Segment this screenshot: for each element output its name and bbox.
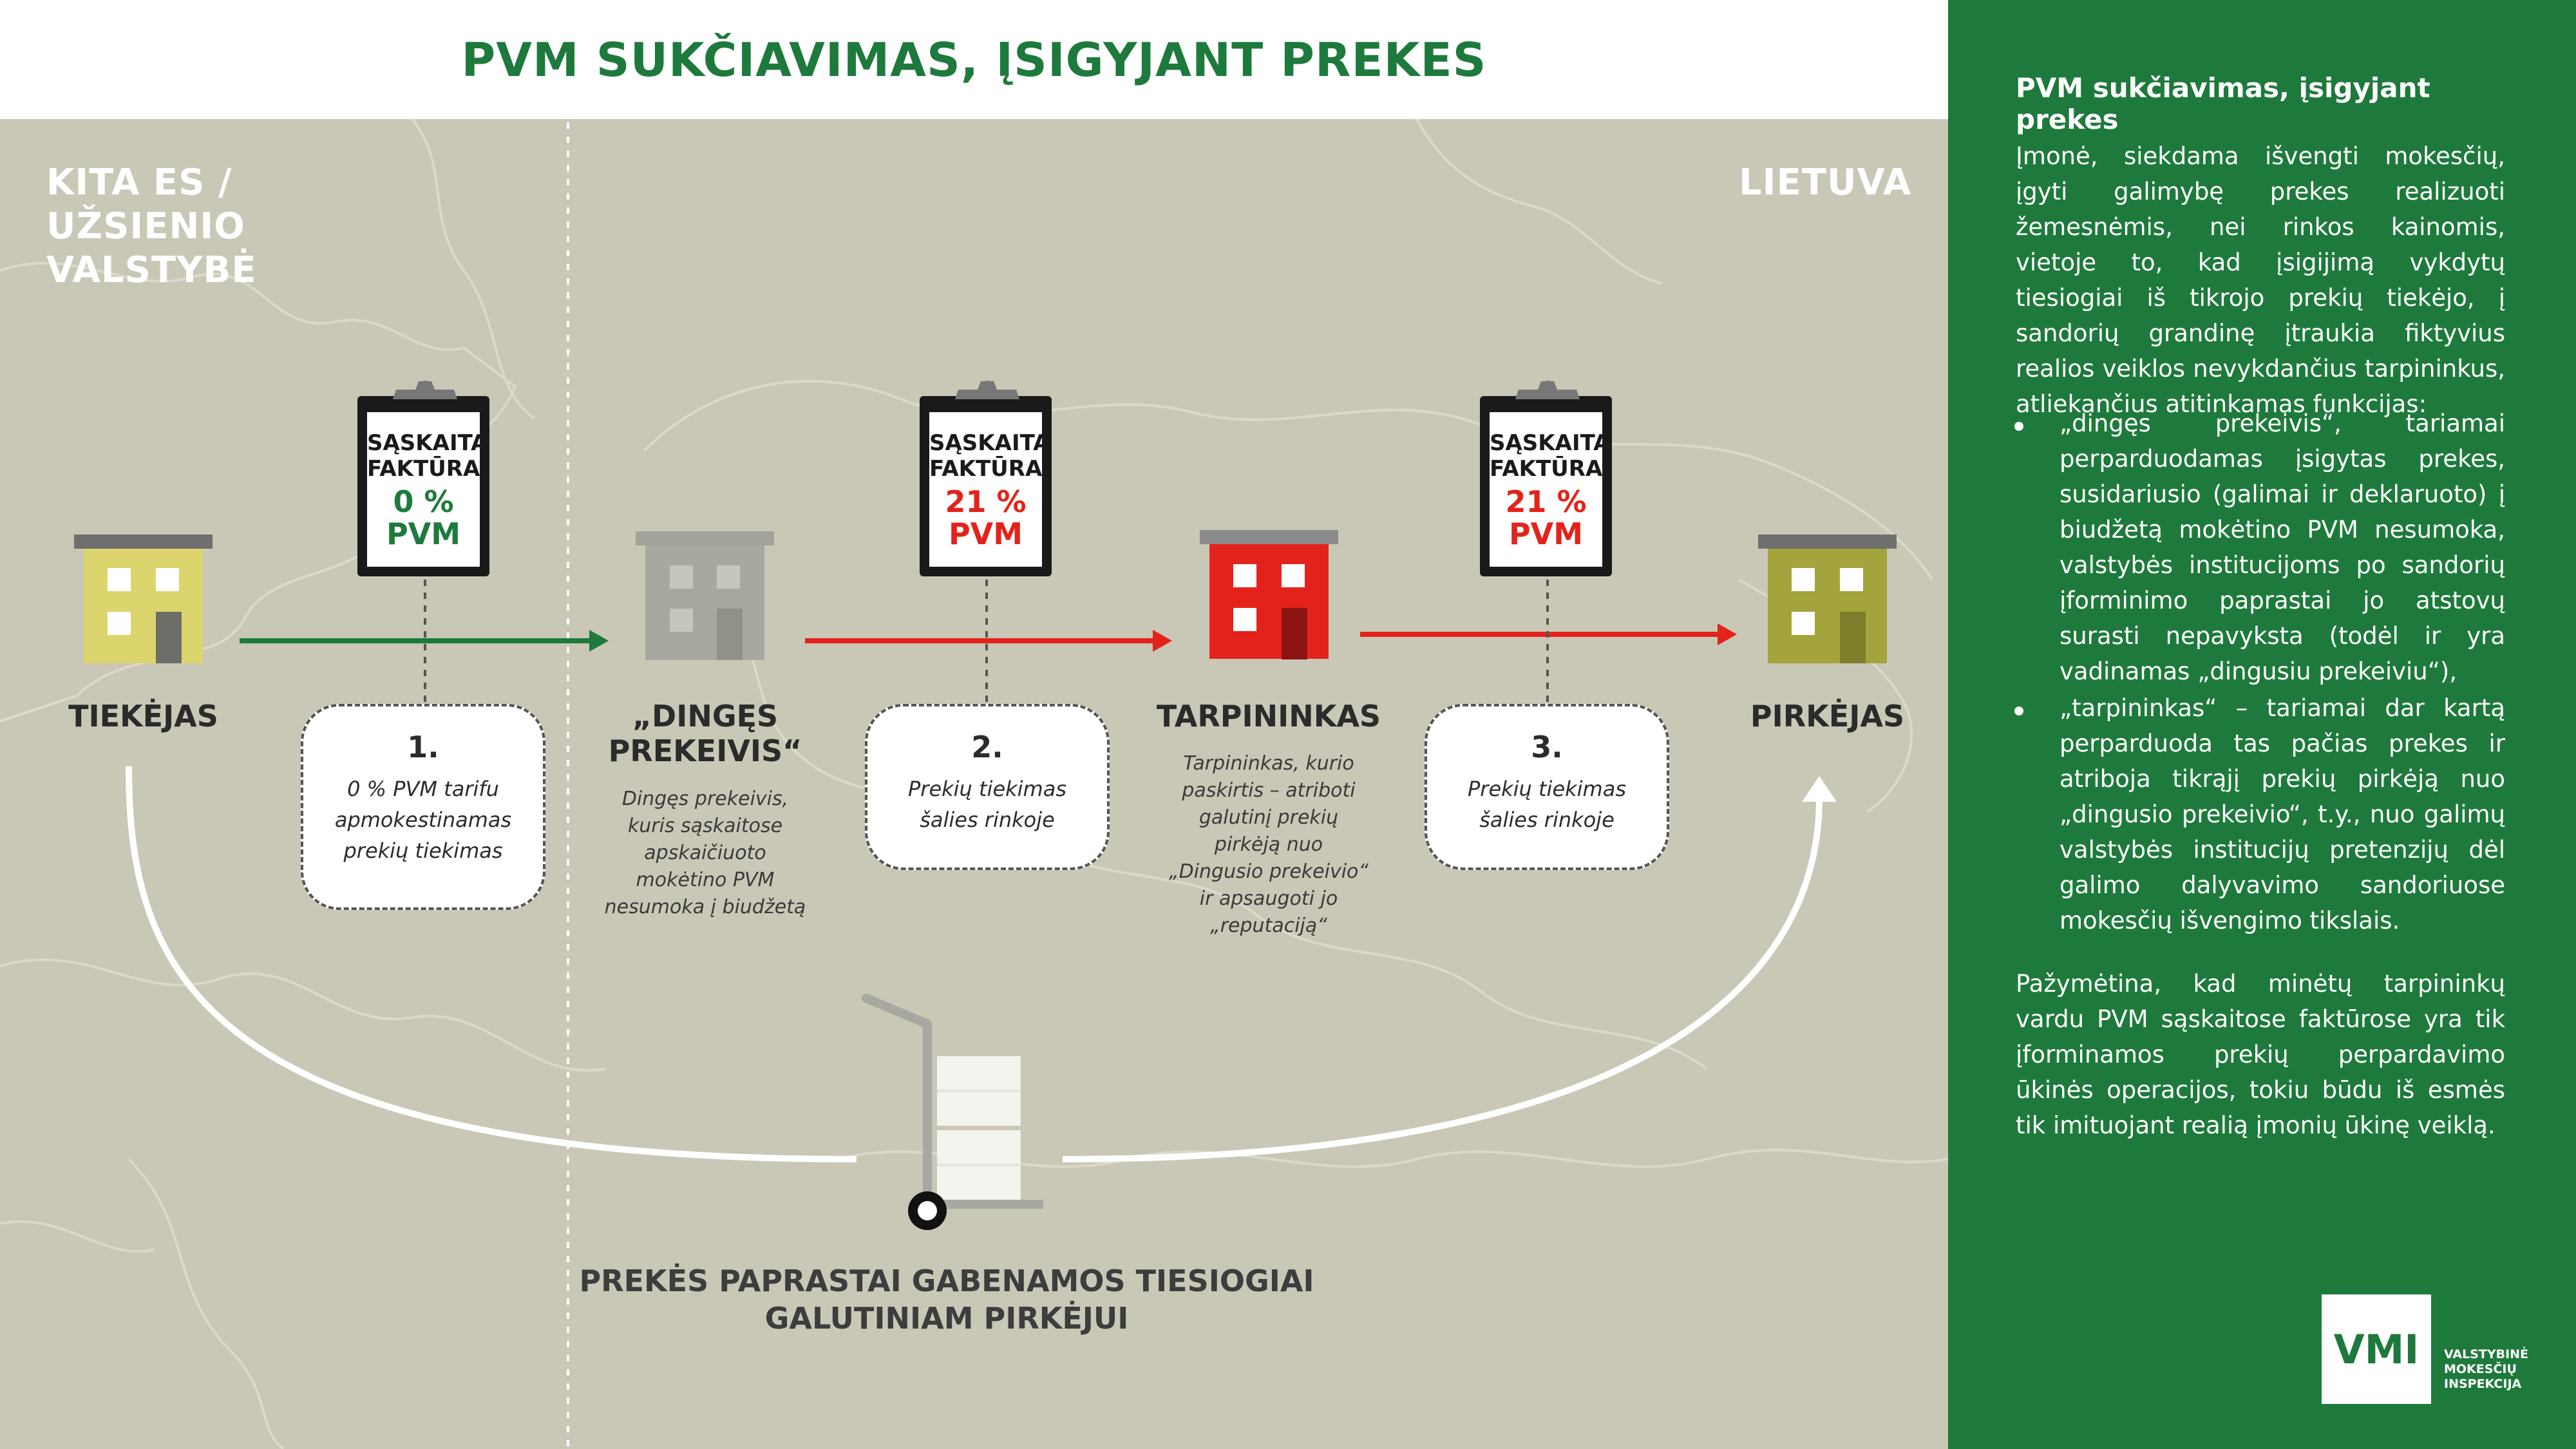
missing-trader-description: Dingęs prekeivis, kuris sąskaitose apska… <box>583 786 828 921</box>
supplier-building <box>74 535 213 663</box>
intermediary-building <box>1200 530 1338 659</box>
step-text-line: 0 % PVM tarifu <box>347 777 499 801</box>
invoice-label: FAKTŪRA <box>1490 456 1603 482</box>
invoice-label: SĄSKAITA <box>367 430 488 456</box>
step-text-line: Prekių tiekimas <box>1467 777 1626 801</box>
missing-trader-desc-line: kuris sąskaitose <box>627 815 783 837</box>
logo-name-line: VALSTYBINĖ <box>2444 1347 2529 1361</box>
region-foreign-line-2: UŽSIENIO <box>46 205 245 247</box>
info-panel <box>1948 0 2576 1449</box>
invoice-tax: PVM <box>386 516 461 551</box>
actor-supplier-name: TIEKĖJAS <box>68 699 218 734</box>
info-panel-title: PVM sukčiavimas, įsigyjant prekes <box>2016 72 2430 135</box>
diagram-canvas <box>0 119 1948 1449</box>
invoice-clipboard-3 <box>1480 381 1612 576</box>
invoice-tax: PVM <box>1508 516 1584 551</box>
bullet-icon <box>2014 422 2023 431</box>
goods-route-caption: PREKĖS PAPRASTAI GABENAMOS TIESIOGIAI GA… <box>502 1262 1391 1337</box>
invoice-rate: 21 % <box>1505 484 1587 519</box>
vmi-logo: VMI <box>2322 1294 2431 1404</box>
vmi-logo-name: VALSTYBINĖ MOKESČIŲ INSPEKCIJA <box>2444 1347 2560 1392</box>
logo-name-line: MOKESČIŲ <box>2444 1362 2517 1376</box>
step-number: 1. <box>407 730 439 764</box>
flow-arrow-1 <box>240 630 609 652</box>
invoice-2-text: SĄSKAITA FAKTŪRA 21 % PVM <box>929 430 1050 551</box>
bullet-icon <box>2014 706 2023 715</box>
intermediary-desc-line: pirkėją nuo <box>1214 833 1323 856</box>
intermediary-desc-line: Tarpininkas, kurio <box>1183 752 1354 775</box>
title-bar <box>0 0 1948 119</box>
missing-trader-desc-line: mokėtino PVM <box>636 869 775 891</box>
step-text-line: Prekių tiekimas <box>907 777 1066 801</box>
invoice-1-text: SĄSKAITA FAKTŪRA 0 % PVM <box>367 430 488 551</box>
missing-trader-desc-line: Dingęs prekeivis, <box>621 788 789 810</box>
invoice-label: FAKTŪRA <box>929 456 1043 482</box>
goods-route-arrow <box>126 766 1823 1162</box>
invoice-label: SĄSKAITA <box>929 430 1050 456</box>
step-box-1: 1. 0 % PVM tarifu apmokestinamas prekių … <box>301 704 545 910</box>
intermediary-desc-line: „reputaciją“ <box>1210 914 1327 937</box>
invoice-tax: PVM <box>948 516 1023 551</box>
intermediary-desc-line: ir apsaugoti jo <box>1199 887 1338 910</box>
info-panel-outro: Pažymėtina, kad minėtų tarpininkų vardu … <box>2016 970 2505 1139</box>
goods-route-caption-line-1: PREKĖS PAPRASTAI GABENAMOS TIESIOGIAI <box>579 1264 1314 1298</box>
step-text-line: prekių tiekimas <box>343 838 503 863</box>
step-box-2: 2. Prekių tiekimas šalies rinkoje <box>865 704 1110 870</box>
invoice-clipboard-1 <box>357 381 489 576</box>
logo-name-line: INSPEKCIJA <box>2444 1377 2522 1391</box>
buyer-building <box>1758 535 1897 663</box>
region-foreign-line-1: KITA ES / <box>46 162 232 204</box>
goods-route-caption-line-2: GALUTINIAM PIRKĖJUI <box>764 1301 1129 1336</box>
region-foreign-line-3: VALSTYBĖ <box>46 249 257 291</box>
invoice-label: FAKTŪRA <box>367 456 480 482</box>
flow-arrow-3 <box>1360 623 1737 645</box>
intermediary-description: Tarpininkas, kurio paskirtis – atriboti … <box>1146 750 1391 940</box>
info-panel-bullet-1: „dingęs prekeivis“, tariamai perparduoda… <box>2060 410 2505 685</box>
step-text-line: šalies rinkoje <box>920 808 1055 832</box>
missing-trader-name-line-2: PREKEIVIS“ <box>608 734 802 768</box>
info-panel-intro: Įmonė, siekdama išvengti mokesčių, įgyti… <box>2016 142 2505 418</box>
step-number: 3. <box>1531 730 1563 764</box>
step-box-3: 3. Prekių tiekimas šalies rinkoje <box>1425 704 1669 870</box>
flow-arrow-2 <box>805 630 1172 652</box>
intermediary-desc-line: galutinį prekių <box>1198 806 1339 829</box>
invoice-label: SĄSKAITA <box>1490 430 1611 456</box>
missing-trader-desc-line: apskaičiuoto <box>644 842 766 864</box>
step-text-line: apmokestinamas <box>334 808 512 832</box>
step-text-line: šalies rinkoje <box>1479 808 1615 832</box>
invoice-rate: 0 % <box>393 484 454 519</box>
region-foreign: KITA ES / UŽSIENIO VALSTYBĖ <box>46 161 304 292</box>
region-lithuania: LIETUVA <box>1739 162 1912 204</box>
actor-missing-trader-name: „DINGĘS PREKEIVIS“ <box>583 699 828 768</box>
info-panel-bullet-2: „tarpininkas“ – tariamai dar kartą perpa… <box>2060 694 2505 934</box>
actor-intermediary-name: TARPININKAS <box>1156 699 1381 734</box>
invoice-rate: 21 % <box>945 484 1027 519</box>
missing-trader-desc-line: nesumoka į biudžetą <box>604 896 806 918</box>
missing-trader-name-line-1: „DINGĘS <box>632 699 779 734</box>
actor-buyer-name: PIRKĖJAS <box>1750 699 1905 734</box>
intermediary-desc-line: paskirtis – atriboti <box>1182 779 1356 802</box>
invoice-clipboard-2 <box>920 381 1052 576</box>
background-map <box>0 119 1948 1449</box>
invoice-3-text: SĄSKAITA FAKTŪRA 21 % PVM <box>1490 430 1611 551</box>
step-number: 2. <box>971 730 1003 764</box>
missing-trader-building <box>636 531 774 660</box>
hand-truck-icon <box>862 994 1043 1230</box>
intermediary-desc-line: „Dingusio prekeivio“ <box>1169 860 1368 883</box>
page-title: PVM SUKČIAVIMAS, ĮSIGYJANT PREKES <box>461 32 1487 87</box>
goods-route-arrowhead <box>1802 776 1837 802</box>
